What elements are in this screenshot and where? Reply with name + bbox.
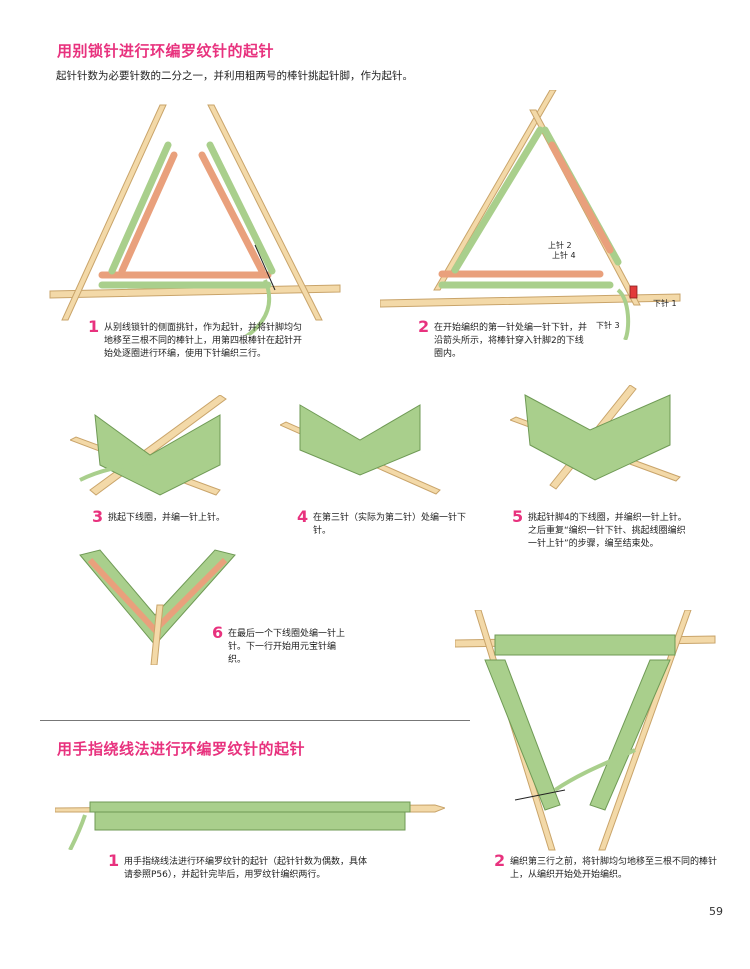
step-number: 1 — [88, 317, 100, 336]
figure-4 — [280, 404, 441, 495]
step-6: 6 在最后一个下线圈处编一针上针。下一行开始用元宝针编织。 — [212, 623, 352, 667]
step-number: 5 — [512, 507, 524, 526]
figure-section2-step1 — [55, 801, 445, 850]
step-text: 挑起针脚4的下线圈，并编织一针上针。之后重复“编织一针下针、挑起线圈编织一针上针… — [528, 513, 687, 549]
figure-section2-step2 — [455, 610, 716, 851]
step-text: 在第三针（实际为第二针）处编一针下针。 — [313, 513, 467, 536]
section2-step-2: 2 编织第三行之前，将针脚均匀地移至三根不同的棒针上，从编织开始处开始编织。 — [494, 851, 734, 882]
step-number: 3 — [92, 507, 104, 526]
step-number: 1 — [108, 851, 120, 870]
step-number: 2 — [418, 317, 430, 336]
figure-6 — [79, 549, 236, 665]
step-text: 从别线锁针的侧面挑针，作为起针，并将针脚均匀地移至三根不同的棒针上，用第四根棒针… — [104, 323, 303, 359]
step-text: 在开始编织的第一针处编一针下针，并沿箭头所示，将棒针穿入针脚2的下线圈内。 — [434, 323, 588, 359]
step-3: 3 挑起下线圈，并编一针上针。 — [92, 507, 242, 526]
label-upper-4: 上针 4 — [552, 250, 576, 260]
step-number: 4 — [297, 507, 309, 526]
step-1: 1 从别线锁针的侧面挑针，作为起针，并将针脚均匀地移至三根不同的棒针上，用第四根… — [88, 317, 303, 361]
label-lower-3: 下针 3 — [596, 320, 620, 330]
step-4: 4 在第三针（实际为第二针）处编一针下针。 — [297, 507, 469, 538]
figure-2-triangle: 上针 2 上针 4 下针 1 下针 3 — [380, 90, 681, 340]
step-text: 用手指绕线法进行环编罗纹针的起针（起针针数为偶数，具体请参照P56），并起针完毕… — [124, 857, 368, 880]
step-text: 编织第三行之前，将针脚均匀地移至三根不同的棒针上，从编织开始处开始编织。 — [510, 857, 718, 880]
section-divider — [40, 720, 470, 721]
section2-step-1: 1 用手指绕线法进行环编罗纹针的起针（起针针数为偶数，具体请参照P56），并起针… — [108, 851, 368, 882]
section-title-1: 用别锁针进行环编罗纹针的起针 — [57, 42, 275, 60]
section-intro: 起针针数为必要针数的二分之一，并利用粗两号的棒针挑起针脚，作为起针。 — [56, 70, 413, 82]
figure-1-triangle — [49, 104, 341, 335]
step-5: 5 挑起针脚4的下线圈，并编织一针上针。之后重复“编织一针下针、挑起线圈编织一针… — [512, 507, 692, 551]
step-text: 挑起下线圈，并编一针上针。 — [108, 513, 226, 523]
step-text: 在最后一个下线圈处编一针上针。下一行开始用元宝针编织。 — [228, 629, 346, 665]
step-2: 2 在开始编织的第一针处编一针下针，并沿箭头所示，将棒针穿入针脚2的下线圈内。 — [418, 317, 588, 361]
figure-3 — [70, 395, 227, 496]
step-number: 2 — [494, 851, 506, 870]
label-lower-1: 下针 1 — [653, 298, 677, 308]
page-number: 59 — [709, 905, 723, 918]
label-upper-2: 上针 2 — [548, 240, 572, 250]
step-number: 6 — [212, 623, 224, 642]
figure-5 — [510, 385, 681, 490]
section-title-2: 用手指绕线法进行环编罗纹针的起针 — [57, 740, 306, 758]
